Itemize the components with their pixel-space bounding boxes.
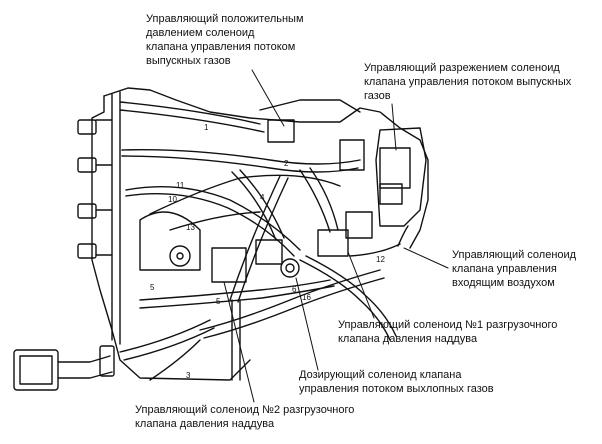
- hose-tag-6: 6: [292, 285, 297, 294]
- hose-tag-16: 16: [302, 293, 311, 302]
- hose-tag-10: 10: [168, 195, 177, 204]
- hose-tag-11: 11: [176, 181, 185, 190]
- leader-lines: [223, 69, 449, 403]
- hose-tag-1: 1: [204, 123, 209, 132]
- hose-tag-4: 4: [260, 193, 265, 202]
- hose-tag-3: 3: [186, 371, 191, 380]
- hose-tag-5a: 5: [216, 297, 221, 306]
- vacuum-hoses: [119, 101, 409, 381]
- label-boost-relief-solenoid-2: Управляющий соленоид №2 разгрузочного кл…: [135, 404, 355, 430]
- hose-tag-12: 12: [376, 255, 385, 264]
- label-positive-pressure-egr-solenoid: Управляющий положительным давлением соле…: [146, 13, 304, 67]
- intake-air-solenoid-body: [345, 211, 373, 239]
- vacuum-solenoid-body: [379, 147, 411, 189]
- boost-relief-2-body: [211, 247, 247, 283]
- mounting-frame: [77, 87, 429, 381]
- solenoid-blocks: [139, 119, 411, 283]
- connector-plug: [13, 345, 115, 391]
- label-vacuum-egr-solenoid: Управляющий разрежением соленоид клапана…: [364, 62, 572, 102]
- metering-solenoid-body: [280, 258, 300, 278]
- boost-relief-1-body: [317, 229, 349, 257]
- hose-tag-2: 2: [284, 159, 289, 168]
- hose-number-tags: 1 2 3 4 5 5 6 10 11 12 13 16: [150, 123, 385, 380]
- label-exhaust-flow-metering-solenoid: Дозирующий соленоид клапана управления п…: [299, 369, 494, 395]
- label-boost-relief-solenoid-1: Управляющий соленоид №1 разгрузочного кл…: [338, 319, 558, 345]
- hose-tag-13: 13: [186, 223, 195, 232]
- positive-pressure-solenoid-body: [267, 119, 295, 143]
- hose-tag-5b: 5: [150, 283, 155, 292]
- label-intake-air-control-solenoid: Управляющий соленоид клапана управления …: [452, 249, 577, 289]
